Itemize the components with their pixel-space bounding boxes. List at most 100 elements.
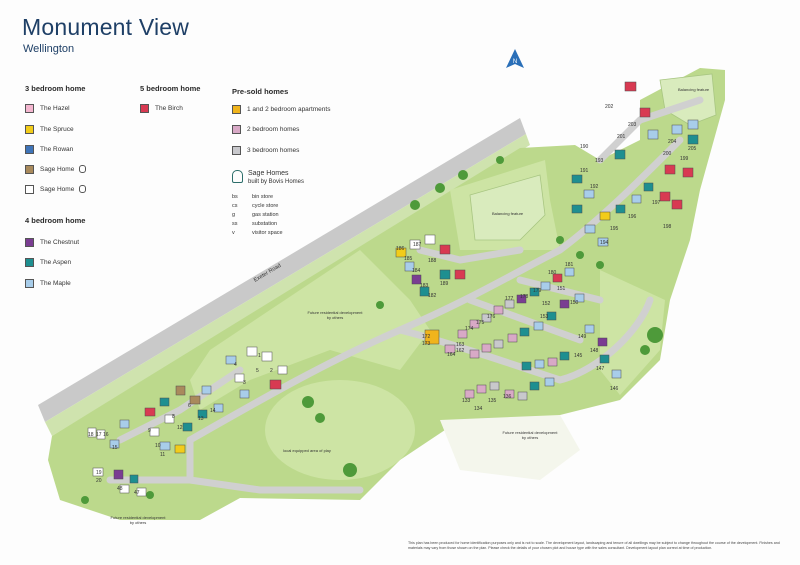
trees [81, 156, 663, 504]
disclaimer-text: This plan has been produced for home ide… [408, 541, 780, 550]
plot-188: 188 [428, 258, 437, 264]
hazel-swatch [25, 103, 34, 113]
plot-176: 176 [487, 314, 496, 320]
plot-150: 150 [570, 300, 579, 306]
plot-152: 152 [542, 301, 551, 307]
house-plots[interactable] [87, 81, 699, 497]
legend-item-hazel: The Hazel [25, 103, 70, 113]
sage-leaf-icon-2 [79, 185, 87, 193]
plot-172: 172 [422, 334, 431, 340]
plot-182: 182 [428, 293, 437, 299]
plot-202: 202 [605, 104, 614, 110]
plot-136: 136 [503, 394, 512, 400]
plot-204: 204 [668, 139, 677, 145]
central-open-space [190, 250, 430, 410]
hazel-label: The Hazel [40, 104, 70, 112]
plot-199: 199 [680, 156, 689, 162]
plot-20: 20 [96, 478, 102, 484]
rowan-label: The Rowan [40, 145, 74, 153]
plot-193: 193 [595, 158, 604, 164]
plot-186: 186 [396, 246, 405, 252]
sage-leaf-icon [79, 165, 87, 173]
sage-white-swatch [25, 184, 34, 194]
birch-label: The Birch [155, 104, 183, 112]
page-title: Monument View [22, 14, 190, 40]
plot-135: 135 [488, 398, 497, 404]
plot-178: 178 [520, 294, 529, 300]
plot-14: 14 [210, 408, 216, 414]
plot-189: 189 [440, 281, 449, 287]
plot-3: 3 [243, 380, 246, 386]
plot-191: 191 [580, 168, 589, 174]
internal-roads [106, 96, 704, 494]
balancing-pond [469, 174, 546, 241]
legend-three-bed-heading: 3 bedroom home [25, 84, 86, 93]
plot-11: 11 [160, 452, 165, 458]
chestnut-label: The Chestnut [40, 238, 80, 246]
two-bed-label: 2 bedroom homes [247, 125, 300, 133]
maple-swatch [25, 278, 34, 288]
plot-164: 164 [447, 352, 456, 358]
sage-homes-brand: Sage Homes built by Bovis Homes [232, 170, 304, 186]
page-subtitle: Wellington [23, 43, 75, 55]
plot-181: 181 [565, 262, 574, 268]
plot-195: 195 [610, 226, 619, 232]
plot-5: 5 [256, 368, 259, 374]
sage-home-label: Sage Home [40, 165, 75, 173]
plot-15: 15 [112, 445, 118, 451]
legend-item-birch: The Birch [140, 103, 183, 113]
plot-173: 173 [422, 341, 431, 347]
future-dev-centre-label: Future residential development by others [307, 310, 363, 320]
apartments-label: 1 and 2 bedroom apartments [247, 105, 331, 113]
plot-203: 203 [628, 122, 637, 128]
plot-13: 13 [198, 416, 204, 422]
balancing-feature-ne-label: Balancing feature [678, 87, 710, 92]
three-bed-swatch [232, 145, 241, 155]
plot-198: 198 [663, 224, 672, 230]
plot-151: 151 [557, 286, 566, 292]
plot-205: 205 [688, 146, 697, 152]
plot-190: 190 [580, 144, 589, 150]
plot-146: 146 [610, 386, 619, 392]
plot-180: 180 [548, 270, 557, 276]
aspen-swatch [25, 257, 34, 267]
plot-192: 192 [590, 184, 599, 190]
legend-item-spruce: The Spruce [25, 124, 74, 134]
north-label: N [513, 59, 517, 65]
sage-brand-sub: built by Bovis Homes [248, 179, 305, 185]
plot-48: 48 [117, 486, 123, 492]
plot-4: 4 [234, 362, 237, 368]
two-bed-swatch [232, 124, 241, 134]
sage-brand-name: Sage Homes [248, 170, 289, 177]
plot-8: 8 [172, 414, 175, 420]
plot-175: 175 [476, 320, 485, 326]
plot-12: 12 [177, 425, 183, 431]
plot-47: 47 [134, 490, 140, 496]
birch-swatch [140, 103, 149, 113]
legend-item-sage-home-white: Sage Home [25, 184, 87, 194]
plot-1: 1 [258, 353, 261, 359]
plot-10: 10 [155, 443, 161, 449]
chestnut-swatch [25, 237, 34, 247]
plot-9: 9 [148, 428, 151, 434]
plot-162: 162 [456, 348, 465, 354]
apartments-swatch [232, 104, 241, 114]
legend-item-two-bed-homes: 2 bedroom homes [232, 124, 299, 134]
plot-174: 174 [465, 326, 474, 332]
legend-item-maple: The Maple [25, 278, 71, 288]
three-bed-label: 3 bedroom homes [247, 146, 300, 154]
plot-6: 6 [188, 403, 191, 409]
legend-item-chestnut: The Chestnut [25, 237, 79, 247]
plot-184: 184 [412, 268, 421, 274]
plot-19: 19 [96, 470, 102, 476]
plot-183: 183 [420, 283, 429, 289]
plot-185: 185 [404, 256, 413, 262]
north-arrow-icon: N [506, 49, 524, 68]
south-field [440, 415, 580, 480]
plot-148: 148 [590, 348, 599, 354]
aspen-label: The Aspen [40, 258, 72, 266]
plot-179: 179 [533, 288, 542, 294]
